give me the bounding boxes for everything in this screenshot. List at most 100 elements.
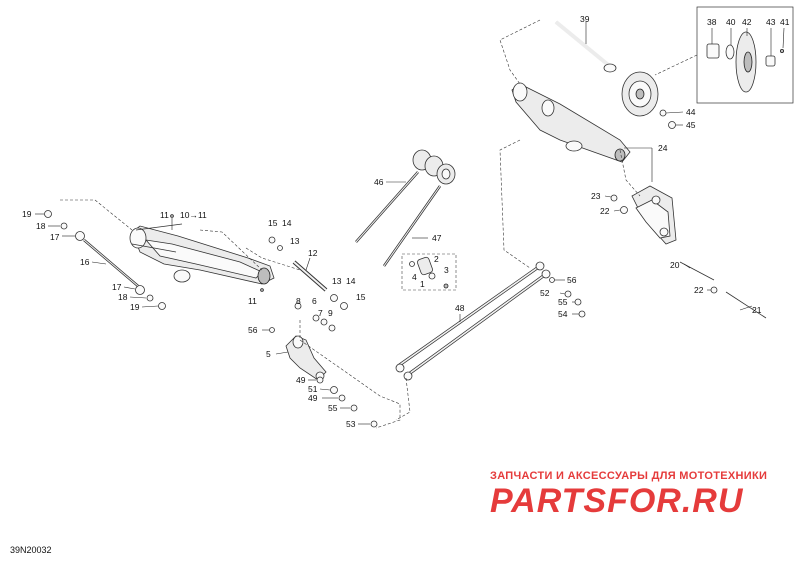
washer-22 [620,206,628,214]
label-47: 47 [432,233,442,243]
cam-2 [417,256,433,276]
bolt-54 [578,310,586,318]
label-14: 14 [282,218,292,228]
label-21: 21 [752,305,762,315]
washer-55 [574,298,582,306]
label-49: 49 [296,375,306,385]
upper-axle-assembly [554,20,684,129]
label-23: 23 [591,191,601,201]
label-56b: 56 [248,325,258,335]
washer-7 [320,318,328,326]
washer-18b [146,294,154,302]
nut-23 [610,194,618,202]
lower-bracket-assembly [604,185,767,319]
label-43: 43 [766,17,776,27]
label-3: 3 [444,265,449,275]
lower-link-assembly [262,302,378,428]
spacer-51 [330,386,338,394]
figure-code: 39N20032 [10,545,52,555]
label-48: 48 [455,303,465,313]
screw-11 [170,214,174,218]
label-13: 13 [290,236,300,246]
bushing-38 [706,43,720,59]
label-52: 52 [540,288,550,298]
label-19: 19 [22,209,32,219]
rod-assembly-48 [395,261,586,381]
label-19b: 19 [130,302,140,312]
label-53: 53 [346,419,356,429]
nut-43 [765,55,776,67]
label-55b: 55 [328,403,338,413]
label-6: 6 [312,296,317,306]
label-44: 44 [686,107,696,117]
nut-15b [340,302,348,310]
label-15b: 15 [356,292,366,302]
label-17b: 17 [112,282,122,292]
washer-49b [338,394,346,402]
label-51: 51 [308,384,318,394]
watermark-logo: PARTSFOR.RU [490,482,744,520]
washer-13 [330,294,338,302]
detail-leader [654,54,698,76]
ring-40 [725,44,735,60]
bolt-19b [158,302,166,310]
label-39: 39 [580,14,590,24]
label-18: 18 [36,221,46,231]
bolt-21 [725,291,767,319]
washer-44 [659,109,667,117]
nut-56b [269,327,275,333]
bolt-45 [668,121,676,129]
label-7: 7 [318,308,323,318]
rear-arm-assembly [35,210,348,310]
spacer-6 [312,314,320,322]
label-8: 8 [296,296,301,306]
adjuster-cam-assembly [401,253,457,291]
nut-19 [44,210,52,218]
washer-18 [60,222,68,230]
bushing-17 [75,231,85,241]
label-18b: 18 [118,292,128,302]
label-5: 5 [266,349,271,359]
watermark-logo-group: PARTSFOR.RU [490,482,744,520]
label-1: 1 [420,279,425,289]
label-9: 9 [328,308,333,318]
bushing-17b [135,285,145,295]
label-12: 12 [308,248,318,258]
label-11: 11 [160,210,169,220]
label-11b: 11 [248,296,257,306]
screw-11b [260,288,264,292]
wheel-detail-box [654,6,794,104]
label-56: 56 [567,275,577,285]
label-38: 38 [707,17,717,27]
washer-49 [316,376,324,384]
label-46: 46 [374,177,384,187]
label-13b: 13 [332,276,342,286]
front-arm-24 [511,82,653,182]
wheel-hub-42 [743,51,753,73]
label-17: 17 [50,232,60,242]
label-24: 24 [658,143,668,153]
label-49b: 49 [308,393,318,403]
washer-14 [277,245,283,251]
label-22b: 22 [694,285,704,295]
label-14b: 14 [346,276,356,286]
washer-22b [710,286,718,294]
label-15: 15 [268,218,278,228]
arm-body-24 [511,83,631,163]
washer-55b [350,404,358,412]
nut-56 [549,277,555,283]
assembly-guide-lines [60,19,641,429]
part-labels: 39 38 40 42 43 41 44 45 24 23 22 20 22 2… [22,14,790,429]
torsion-springs [355,149,456,267]
label-20: 20 [670,260,680,270]
bolt-53 [370,420,378,428]
label-16: 16 [80,257,90,267]
bolt-8 [294,302,302,310]
label-2: 2 [434,254,439,264]
nut-9 [328,324,336,332]
label-22: 22 [600,206,610,216]
label-10: 10→11 [180,210,207,220]
label-42: 42 [742,17,752,27]
label-40: 40 [726,17,736,27]
